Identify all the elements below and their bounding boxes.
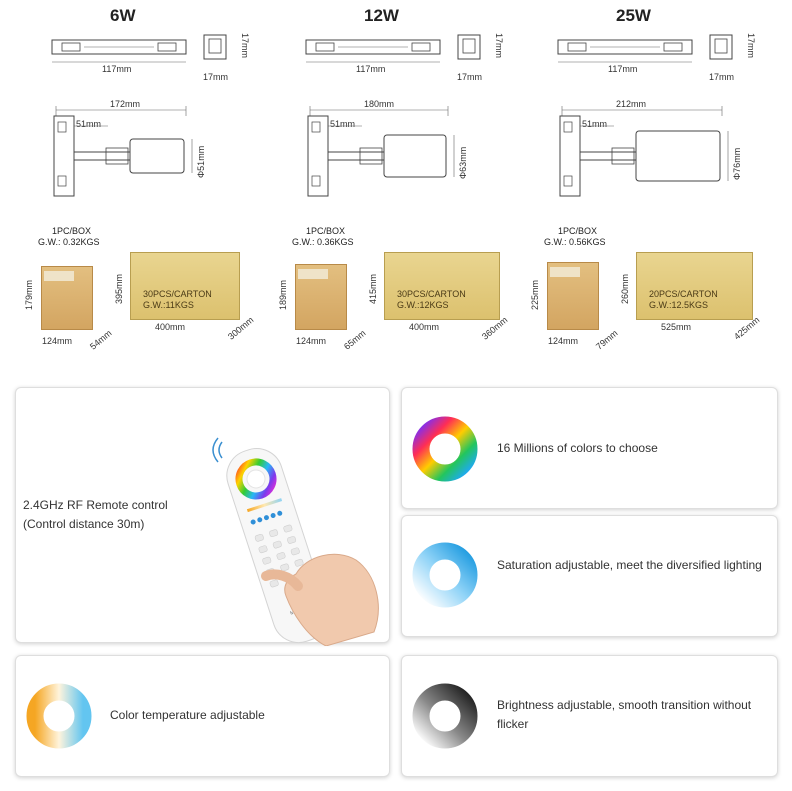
box-qty: 1PC/BOX [558, 226, 598, 236]
rgb-ring-icon [412, 416, 478, 482]
gift-box [547, 262, 599, 330]
box-width: 124mm [296, 336, 327, 346]
box-depth: 65mm [342, 327, 368, 352]
total-length: 172mm [110, 99, 141, 109]
shipping-carton: 30PCS/CARTON G.W.:12KGS [384, 252, 500, 320]
total-length: 212mm [616, 99, 647, 109]
saturation-text: Saturation adjustable, meet the diversif… [497, 558, 762, 572]
profile-height: 17mm [494, 33, 504, 59]
box-weight: G.W.: 0.32KGS [38, 237, 100, 247]
carton-weight: G.W.:11KGS [143, 300, 194, 310]
box-depth: 54mm [88, 327, 114, 352]
brightness-text: Brightness adjustable, smooth transition… [497, 698, 752, 731]
shipping-carton: 20PCS/CARTON G.W.:12.5KGS [636, 252, 753, 320]
box-width: 124mm [548, 336, 579, 346]
carton-width: 400mm [409, 322, 440, 332]
fixture-side-drawing [307, 106, 455, 197]
box-info: 1PC/BOX G.W.: 0.36KGS [292, 226, 354, 248]
temperature-card: Color temperature adjustable [15, 655, 390, 777]
fixture-diameter: Φ76mm [732, 147, 742, 180]
carton-qty: 20PCS/CARTON [649, 289, 718, 299]
box-height: 179mm [24, 279, 34, 310]
carton-weight: G.W.:12KGS [397, 300, 449, 310]
total-length: 180mm [364, 99, 395, 109]
box-height: 225mm [530, 279, 540, 310]
profile-length: 117mm [608, 64, 638, 74]
power-label: 6W [110, 6, 136, 25]
profile-end-view [709, 34, 733, 60]
colors-card: 16 Millions of colors to choose [401, 387, 778, 509]
profile-width: 17mm [457, 72, 483, 82]
carton-width: 400mm [155, 322, 186, 332]
profile-height: 17mm [240, 33, 250, 59]
carton-weight: G.W.:12.5KGS [649, 300, 709, 310]
shipping-carton: 30PCS/CARTON G.W.:11KGS [130, 252, 240, 320]
remote-card: 2.4GHz RF Remote control (Control distan… [15, 387, 390, 646]
profile-end-view [203, 34, 227, 60]
temperature-text: Color temperature adjustable [110, 708, 265, 722]
box-height: 189mm [278, 279, 288, 310]
remote-line2: (Control distance 30m) [23, 517, 145, 531]
box-qty: 1PC/BOX [306, 226, 346, 236]
carton-qty: 30PCS/CARTON [397, 289, 466, 299]
box-weight: G.W.: 0.36KGS [292, 237, 354, 247]
remote-text: 2.4GHz RF Remote control (Control distan… [23, 496, 223, 534]
arm-length: 51mm [76, 119, 102, 129]
power-label: 25W [616, 6, 651, 25]
track-profile-drawing [51, 39, 187, 63]
remote-line1: 2.4GHz RF Remote control [23, 498, 168, 512]
remote-control-illustration: Mi-Light [212, 437, 379, 646]
fixture-side-drawing [53, 106, 193, 197]
box-depth: 79mm [594, 327, 620, 352]
fixture-diameter: Φ63mm [458, 146, 468, 179]
arm-length: 51mm [582, 119, 608, 129]
saturation-card: Saturation adjustable, meet the diversif… [401, 515, 778, 637]
box-info: 1PC/BOX G.W.: 0.32KGS [38, 226, 100, 248]
fixture-diameter: Φ51mm [196, 145, 206, 178]
profile-width: 17mm [203, 72, 229, 82]
carton-height: 260mm [620, 273, 630, 304]
saturation-ring-icon [412, 542, 478, 608]
temperature-ring-icon [26, 683, 92, 749]
brightness-ring-icon [412, 683, 478, 749]
gift-box [295, 264, 347, 330]
box-qty: 1PC/BOX [52, 226, 92, 236]
box-info: 1PC/BOX G.W.: 0.56KGS [544, 226, 606, 248]
carton-height: 415mm [368, 273, 378, 304]
fixture-side-drawing [559, 106, 729, 197]
profile-height: 17mm [746, 33, 756, 59]
gift-box [41, 266, 93, 330]
power-label: 12W [364, 6, 399, 25]
profile-length: 117mm [356, 64, 386, 74]
profile-width: 17mm [709, 72, 735, 82]
carton-width: 525mm [661, 322, 692, 332]
box-width: 124mm [42, 336, 73, 346]
profile-length: 117mm [102, 64, 132, 74]
box-weight: G.W.: 0.56KGS [544, 237, 606, 247]
carton-qty: 30PCS/CARTON [143, 289, 212, 299]
track-profile-drawing [305, 39, 441, 63]
arm-length: 51mm [330, 119, 356, 129]
carton-height: 395mm [114, 273, 124, 304]
profile-end-view [457, 34, 481, 60]
track-profile-drawing [557, 39, 693, 63]
brightness-card: Brightness adjustable, smooth transition… [401, 655, 778, 777]
colors-text: 16 Millions of colors to choose [497, 441, 658, 455]
